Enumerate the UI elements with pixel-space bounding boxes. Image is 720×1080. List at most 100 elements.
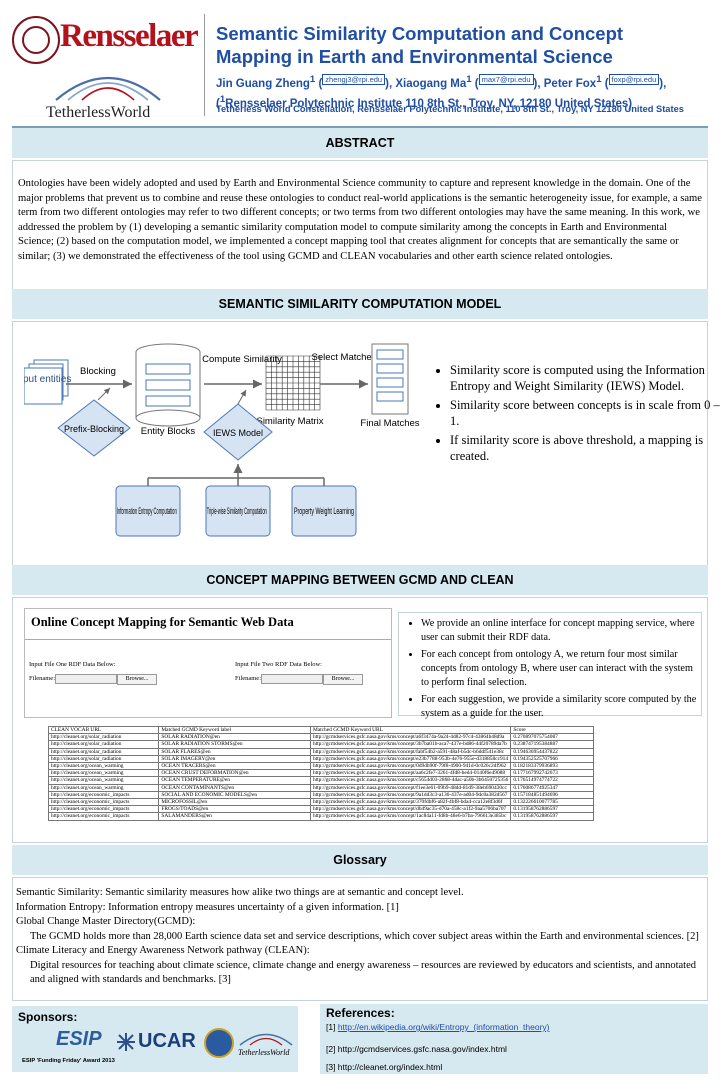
abstract-text: Ontologies have been widely adopted and …: [18, 178, 702, 262]
table-cell: FROGS/TOADS@en: [158, 805, 311, 814]
abstract-header: ABSTRACT: [12, 128, 708, 158]
table-cell: http://gcmdservices.gsfc.nasa.gov/kms/co…: [309, 798, 512, 807]
affiliation-line: Rensselaer Polytechnic Institute 110 8th…: [225, 97, 629, 110]
table-cell: OCEAN CRUST DEFORMATION@en: [158, 769, 311, 778]
entity-blocks-label: Entity Blocks: [141, 426, 196, 437]
glossary-panel: [12, 877, 708, 1001]
table-cell: 0.132226610077785: [510, 798, 594, 807]
prefix-blocking-label: Prefix-Blocking: [64, 424, 124, 434]
table-cell: http://gcmdservices.gsfc.nasa.gov/kms/co…: [309, 733, 512, 742]
table-cell: SOLAR FLARES@en: [158, 747, 311, 756]
ocm-divider: [25, 639, 391, 640]
nasa-logo-icon: [204, 1028, 234, 1058]
ocm-input1-label: Input File One RDF Data Below:: [29, 661, 116, 668]
similarity-matrix-grid: [265, 355, 321, 411]
triple-similarity-box: [205, 485, 271, 537]
svg-text:Input entities: Input entities: [24, 374, 71, 385]
reference-1-number: [1]: [326, 1022, 336, 1032]
table-cell: http://gcmdservices.gsfc.nasa.gov/kms/co…: [309, 754, 512, 764]
table-cell: OCEAN TEMPERATURE@en: [158, 776, 311, 785]
ocm-title: Online Concept Mapping for Semantic Web …: [31, 615, 294, 629]
ocm-browse-button-1[interactable]: Browse...: [117, 674, 157, 685]
cm-bullet: For each suggestion, we provide a simila…: [421, 693, 697, 721]
references-title: References:: [326, 1006, 395, 1020]
table-cell: http://cleanet.org/economic_impacts: [47, 790, 160, 800]
table-cell: http://cleanet.org/ocean_warming: [47, 776, 160, 785]
online-mapping-screenshot: Online Concept Mapping for Semantic Web …: [24, 608, 392, 718]
author-1-email[interactable]: zhengj3@rpi.edu: [322, 74, 386, 85]
info-entropy-box: [115, 485, 181, 537]
ssc-bullet: Similarity score between concepts is in …: [450, 397, 720, 429]
input-entities-box: [24, 367, 63, 405]
authors: Jin Guang Zheng1 (zhengj3@rpi.edu), Xiao…: [216, 74, 667, 110]
ocm-file-input-2[interactable]: [261, 674, 323, 684]
table-cell: 0.270897075754087: [510, 733, 594, 742]
abstract-panel: [12, 160, 708, 290]
title-line-1: Semantic Similarity Computation and Conc…: [216, 23, 624, 44]
cm-bullets-box: We provide an online interface for conce…: [398, 612, 702, 719]
affiliation-2: Tetherless World Constellation, Renssela…: [216, 104, 684, 114]
triple-similarity-label: Triple-wise Similarity Computation: [207, 506, 267, 516]
cm-bullet: For each concept from ontology A, we ret…: [421, 648, 697, 690]
table-cell: http://gcmdservices.gsfc.nasa.gov/kms/co…: [309, 790, 512, 800]
mapping-results-table: CLEAN VOCAB URL Matched GCMD Keyword lab…: [47, 725, 594, 821]
property-weight-box: [291, 485, 357, 537]
similarity-matrix-label: Similarity Matrix: [256, 416, 323, 427]
select-matches-label: Select Matches: [312, 352, 377, 363]
ocm-file-input-1[interactable]: [55, 674, 117, 684]
ssc-bullet: Similarity score is computed using the I…: [450, 362, 720, 394]
author-2-email[interactable]: max7@rpi.edu: [478, 74, 534, 85]
table-cell: 0.238747195384887: [510, 740, 594, 749]
table-header-cell: Score: [510, 725, 594, 735]
table-cell: OCEAN CONTAMINANTS@en: [158, 783, 311, 792]
table-cell: http://cleanet.org/solar_radiation: [47, 733, 160, 742]
table-cell: http://cleanet.org/economic_impacts: [47, 798, 160, 807]
rensselaer-logo: Rensselaer: [60, 18, 199, 54]
final-matches-label: Final Matches: [360, 418, 419, 429]
rpi-seal-icon: [12, 16, 60, 64]
references-panel: References: [1] http://en.wikipedia.org/…: [320, 1004, 708, 1074]
table-cell: http://gcmdservices.gsfc.nasa.gov/kms/co…: [309, 747, 512, 756]
table-cell: http://gcmdservices.gsfc.nasa.gov/kms/co…: [309, 769, 512, 778]
tw-small-logo-icon: [239, 1033, 293, 1046]
property-weight-label: Property Weight Learning: [294, 506, 354, 516]
input-entities-label: Input entities: [24, 374, 71, 385]
poster-title: Semantic Similarity Computation and Conc…: [216, 22, 712, 68]
table-cell: http://cleanet.org/ocean_warming: [47, 769, 160, 778]
table-cell: http://cleanet.org/economic_impacts: [47, 812, 160, 821]
table-header-row: CLEAN VOCAB URL Matched GCMD Keyword lab…: [47, 725, 594, 735]
table-cell: http://gcmdservices.gsfc.nasa.gov/kms/co…: [309, 783, 512, 792]
info-entropy-label: Information Entropy Computation: [117, 506, 177, 516]
table-header-cell: Matched GCMD Keyword URL: [309, 725, 512, 735]
esip-award-label: ESIP 'Funding Friday' Award 2013: [22, 1058, 115, 1064]
table-cell: http://gcmdservices.gsfc.nasa.gov/kms/co…: [309, 812, 512, 821]
table-cell: OCEAN TRACERS@en: [158, 762, 311, 771]
table-cell: 0.176086774925347: [510, 783, 594, 792]
ocm-browse-button-2[interactable]: Browse...: [323, 674, 363, 685]
sponsors-panel: Sponsors: ESIP ESIP 'Funding Friday' Awa…: [12, 1006, 298, 1072]
table-cell: 0.177167992742673: [510, 769, 594, 778]
cm-header: CONCEPT MAPPING BETWEEN GCMD AND CLEAN: [12, 565, 708, 595]
table-cell: http://gcmdservices.gsfc.nasa.gov/kms/co…: [309, 762, 512, 771]
table-cell: 0.182183379936893: [510, 762, 594, 771]
similarity-pipeline-diagram: Input entities Blocking Prefix-Blocking …: [24, 343, 420, 537]
title-line-2: Mapping in Earth and Environmental Scien…: [216, 46, 613, 67]
esip-logo: ESIP: [56, 1028, 102, 1050]
reference-1-link[interactable]: http://en.wikipedia.org/wiki/Entropy_(in…: [337, 1022, 550, 1032]
author-3-email[interactable]: foxp@rpi.edu: [608, 74, 660, 85]
table-cell: http://cleanet.org/solar_radiation: [47, 754, 160, 764]
author-3: Peter Fox: [543, 77, 597, 90]
blocking-label: Blocking: [80, 366, 116, 377]
table-cell: http://cleanet.org/solar_radiation: [47, 740, 160, 749]
header-divider: [204, 14, 205, 116]
